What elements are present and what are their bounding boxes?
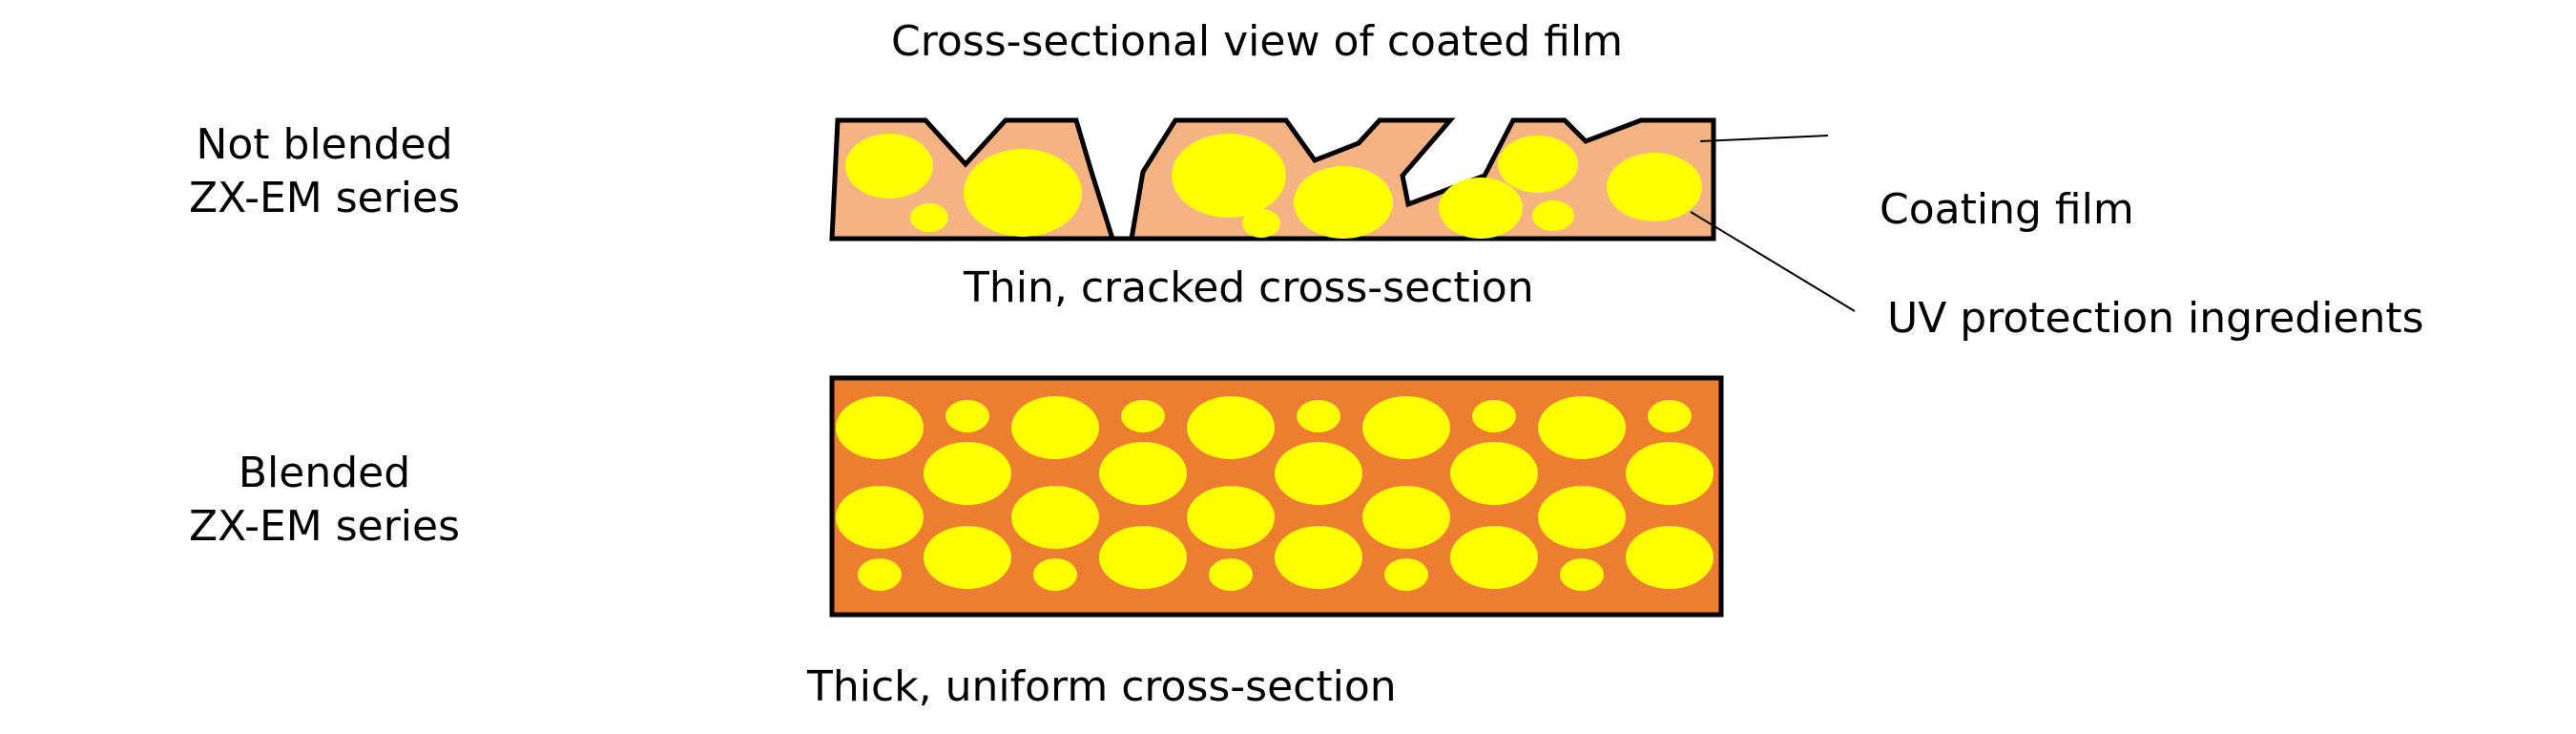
- thin-section-caption: Thin, cracked cross-section: [964, 263, 1534, 312]
- uv-ingredients-label: UV protection ingredients: [1887, 294, 2424, 343]
- uv-ingredients-callout-line: [1690, 211, 1856, 312]
- thick-particle: [1560, 558, 1604, 591]
- thin-particle: [1498, 136, 1578, 193]
- thick-particle: [836, 486, 924, 549]
- thick-particle: [1297, 400, 1340, 432]
- thick-particle: [1099, 442, 1187, 505]
- thick-particle: [1275, 442, 1362, 505]
- thick-uniform-film: [829, 375, 1724, 618]
- thick-particle: [858, 558, 902, 591]
- thick-particle: [1099, 526, 1187, 589]
- diagram-title: Cross-sectional view of coated film: [891, 17, 1623, 66]
- not-blended-label-line1: Not blended: [196, 120, 453, 169]
- thick-particle: [1450, 442, 1538, 505]
- thick-particle: [1209, 558, 1253, 591]
- coating-film-label: Coating film: [1880, 185, 2134, 234]
- thick-particle: [1033, 558, 1077, 591]
- thick-particle: [1362, 486, 1450, 549]
- thin-cracked-film: [829, 117, 1716, 241]
- thick-particle: [945, 400, 989, 432]
- thick-particle: [1626, 526, 1714, 589]
- thick-particle: [1362, 396, 1450, 459]
- thin-particle: [1242, 209, 1280, 238]
- coating-film-callout-line: [1699, 135, 1829, 142]
- thin-particle: [1294, 166, 1393, 239]
- thick-section-caption: Thick, uniform cross-section: [807, 662, 1397, 711]
- thin-particle: [910, 203, 948, 232]
- thick-particle: [836, 396, 924, 459]
- thin-particle: [1607, 153, 1702, 221]
- thick-particle: [924, 442, 1011, 505]
- thick-particle: [1538, 486, 1626, 549]
- thick-particle: [1384, 558, 1428, 591]
- thin-particle: [964, 149, 1082, 237]
- blended-label-line1: Blended: [238, 449, 411, 497]
- thick-particles: [836, 396, 1714, 591]
- thin-particle: [1439, 178, 1523, 239]
- blended-label-line2: ZX-EM series: [188, 502, 461, 551]
- thick-particle: [1472, 400, 1516, 432]
- not-blended-label-line2: ZX-EM series: [188, 174, 461, 222]
- thick-particle: [1011, 396, 1099, 459]
- thick-particle: [1011, 486, 1099, 549]
- thin-particle: [1172, 134, 1286, 218]
- thin-particle: [845, 134, 933, 199]
- thick-particle: [1648, 400, 1692, 432]
- thick-particle: [1626, 442, 1714, 505]
- thick-particle: [1187, 486, 1275, 549]
- thick-particle: [1275, 526, 1362, 589]
- thick-particle: [1187, 396, 1275, 459]
- thick-particle: [1121, 400, 1165, 432]
- thick-particle: [1538, 396, 1626, 459]
- thick-particle: [924, 526, 1011, 589]
- thick-particle: [1450, 526, 1538, 589]
- thin-particle: [1532, 200, 1574, 231]
